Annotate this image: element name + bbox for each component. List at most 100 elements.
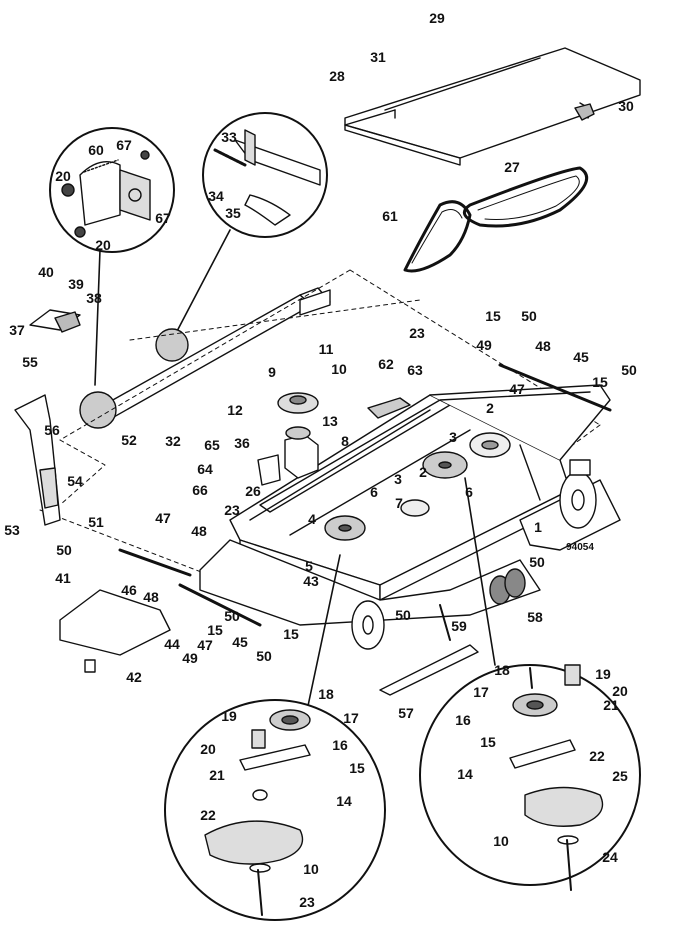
callout-49b: 49 — [182, 650, 198, 666]
deck-bracket-36 — [257, 454, 281, 486]
callout-24: 24 — [602, 849, 618, 865]
callout-14b: 14 — [457, 766, 473, 782]
callout-66: 66 — [192, 482, 208, 498]
detail-leader-bottom-right — [464, 477, 496, 666]
callout-58: 58 — [527, 609, 543, 625]
callout-3b: 3 — [394, 471, 402, 487]
callout-62: 62 — [378, 356, 394, 372]
callout-10c: 10 — [493, 833, 509, 849]
idler-pulley-center — [400, 499, 430, 517]
callout-15e: 15 — [349, 760, 365, 776]
callout-64: 64 — [197, 461, 213, 477]
callout-7: 7 — [395, 495, 403, 511]
callout-15c: 15 — [207, 622, 223, 638]
callout-19a: 19 — [221, 708, 237, 724]
callout-5: 5 — [305, 558, 313, 574]
callout-32: 32 — [165, 433, 181, 449]
callout-39: 39 — [68, 276, 84, 292]
callout-30: 30 — [618, 98, 634, 114]
drive-belt-61 — [403, 200, 472, 273]
callout-44: 44 — [164, 636, 180, 652]
discharge-chute-41 — [59, 589, 171, 673]
callout-27: 27 — [504, 159, 520, 175]
mower-blade-57 — [379, 644, 479, 696]
callout-38: 38 — [86, 290, 102, 306]
callout-45a: 45 — [573, 349, 589, 365]
callout-29: 29 — [429, 10, 445, 26]
callout-48c: 48 — [143, 589, 159, 605]
callout-16b: 16 — [455, 712, 471, 728]
callout-41: 41 — [55, 570, 71, 586]
detail-circle-idler-left — [164, 699, 386, 921]
callout-43: 43 — [303, 573, 319, 589]
callout-50c: 50 — [529, 554, 545, 570]
callout-17a: 17 — [343, 710, 359, 726]
callout-20d: 20 — [612, 683, 628, 699]
callout-18a: 18 — [318, 686, 334, 702]
callout-8: 8 — [341, 433, 349, 449]
callout-47c: 47 — [197, 637, 213, 653]
callout-15a: 15 — [485, 308, 501, 324]
callout-21a: 21 — [209, 767, 225, 783]
shield-62 — [367, 397, 411, 419]
callout-40: 40 — [38, 264, 54, 280]
lift-shaft-assembly — [29, 287, 331, 429]
callout-3a: 3 — [449, 429, 457, 445]
callout-2a: 2 — [486, 400, 494, 416]
callout-20a: 20 — [55, 168, 71, 184]
callout-28: 28 — [329, 68, 345, 84]
callout-15b: 15 — [592, 374, 608, 390]
callout-50g: 50 — [395, 607, 411, 623]
detail-circle-idler-right — [419, 664, 641, 891]
callout-26: 26 — [245, 483, 261, 499]
callout-65: 65 — [204, 437, 220, 453]
callout-19b: 19 — [595, 666, 611, 682]
callout-49a: 49 — [476, 337, 492, 353]
callout-14a: 14 — [336, 793, 352, 809]
callout-67a: 67 — [116, 137, 132, 153]
callout-57: 57 — [398, 705, 414, 721]
callout-10a: 10 — [331, 361, 347, 377]
callout-36: 36 — [234, 435, 250, 451]
caster-wheel-front-right — [559, 459, 597, 529]
callout-23c: 23 — [299, 894, 315, 910]
callout-45b: 45 — [232, 634, 248, 650]
callout-48a: 48 — [535, 338, 551, 354]
roller-58 — [489, 568, 526, 605]
callout-6a: 6 — [370, 484, 378, 500]
detail-leader-bottom-left — [304, 554, 341, 721]
callout-50d: 50 — [56, 542, 72, 558]
callout-53: 53 — [4, 522, 20, 538]
cover-latch-30 — [574, 103, 595, 121]
callout-18b: 18 — [494, 662, 510, 678]
callout-17b: 17 — [473, 684, 489, 700]
drawing-number: 94054 — [566, 542, 594, 553]
callout-54: 54 — [67, 473, 83, 489]
callout-47a: 47 — [509, 381, 525, 397]
callout-47b: 47 — [155, 510, 171, 526]
callout-1: 1 — [534, 519, 542, 535]
callout-56: 56 — [44, 422, 60, 438]
callout-23b: 23 — [224, 502, 240, 518]
detail-leader-middle — [174, 229, 231, 336]
callout-63: 63 — [407, 362, 423, 378]
spindle-pulley-left — [324, 515, 366, 541]
detail-circle-idler-arm — [49, 127, 175, 253]
callout-20c: 20 — [200, 741, 216, 757]
callout-67b: 67 — [155, 210, 171, 226]
callout-52: 52 — [121, 432, 137, 448]
lift-arm-left — [14, 394, 61, 526]
callout-50e: 50 — [224, 608, 240, 624]
callout-42: 42 — [126, 669, 142, 685]
callout-37: 37 — [9, 322, 25, 338]
spindle-pulley-right — [422, 451, 468, 479]
callout-25: 25 — [612, 768, 628, 784]
callout-61: 61 — [382, 208, 398, 224]
callout-10b: 10 — [303, 861, 319, 877]
callout-35: 35 — [225, 205, 241, 221]
drive-belt-27 — [462, 166, 589, 228]
callout-31: 31 — [370, 49, 386, 65]
callout-46: 46 — [121, 582, 137, 598]
